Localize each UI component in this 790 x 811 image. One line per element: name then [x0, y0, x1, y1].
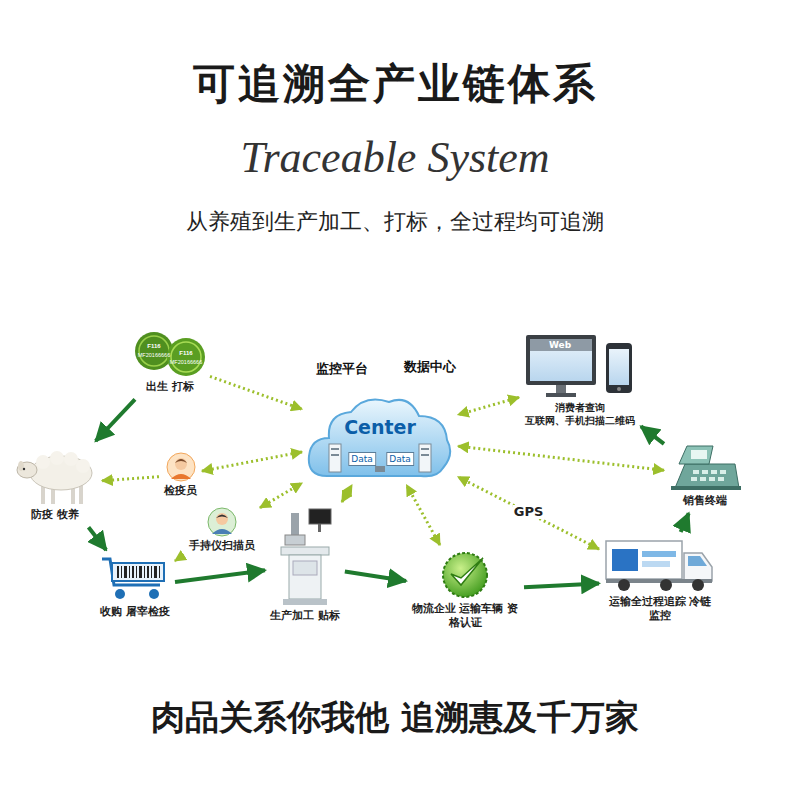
- edge-label: GPS: [512, 505, 546, 519]
- data-link: [342, 485, 352, 502]
- data-link: [102, 477, 159, 481]
- platform-label: 监控平台: [316, 362, 368, 376]
- tag-number: F116: [179, 350, 192, 357]
- flow-arrow: [96, 399, 135, 441]
- data-link: [458, 477, 599, 549]
- node-label: 销售终端: [669, 494, 741, 508]
- data-link: [458, 446, 664, 470]
- data-link: [407, 485, 440, 545]
- flow-arrow: [345, 571, 406, 581]
- cloud-node: CenterData Data: [305, 392, 455, 482]
- machine-icon: [275, 507, 335, 607]
- data-screen: Data: [386, 452, 414, 466]
- data-screen: Data: [348, 452, 376, 466]
- platform-label: 数据中心: [404, 360, 456, 374]
- cloud-title: Center: [344, 416, 416, 438]
- node-label: 检疫员: [164, 484, 197, 498]
- icon-node: 运输全过程追踪 冷链监控: [602, 535, 718, 626]
- flow-arrow: [175, 570, 265, 582]
- node-label: 互联网、手机扫描二维码: [524, 414, 636, 427]
- script-subtitle: Traceable System: [240, 134, 549, 182]
- data-link: [458, 397, 519, 414]
- icon-node: 防疫 牧养: [11, 444, 99, 524]
- icon-node: 消费者查询互联网、手机扫描二维码: [522, 331, 638, 429]
- data-link: [202, 452, 302, 471]
- icon-node: 收购 屠宰检疫: [98, 553, 172, 621]
- icon-node: 手持仪扫描员: [187, 505, 257, 555]
- data-link: [175, 555, 184, 561]
- sheep-icon: [13, 446, 97, 506]
- icon-node: 检疫员: [162, 450, 199, 500]
- screen-label: Web: [549, 341, 571, 351]
- pos-icon: [669, 442, 741, 492]
- node-label: 出生 打标: [135, 380, 205, 394]
- data-link: [210, 376, 302, 409]
- web-icon: [524, 333, 636, 399]
- flow-arrow: [641, 426, 664, 444]
- inspector-icon: [166, 452, 196, 482]
- cart-icon: [100, 555, 170, 603]
- tag-number: MF20166666: [170, 359, 202, 365]
- node-label: 消费者查询: [524, 401, 636, 414]
- flow-arrow: [524, 583, 599, 587]
- node-label: 运输全过程追踪 冷链监控: [604, 595, 716, 624]
- scanner-icon: [207, 507, 237, 537]
- caption: 肉品关系你我他 追溯惠及千万家: [0, 695, 790, 741]
- title: 可追溯全产业链体系: [0, 56, 790, 112]
- flow-arrow: [681, 513, 689, 532]
- node-label: 手持仪扫描员: [189, 539, 255, 553]
- node-label: 防疫 牧养: [13, 508, 97, 522]
- flow-arrow: [89, 527, 107, 550]
- icon-node: 物流企业 运输车辆 资格认证: [409, 548, 521, 633]
- node-label: 生产加工 贴标: [270, 609, 340, 623]
- tag-number: MF20166666: [138, 352, 170, 358]
- icon-node: 销售终端: [667, 440, 743, 510]
- data-link: [260, 483, 302, 508]
- subtitle: 从养殖到生产加工、打标，全过程均可追溯: [186, 210, 604, 234]
- tag-number: F116: [147, 343, 160, 350]
- node-label: 物流企业 运输车辆 资格认证: [411, 602, 519, 631]
- check-icon: [437, 550, 493, 600]
- node-label: 收购 屠宰检疫: [100, 605, 170, 619]
- truck-icon: [604, 537, 716, 593]
- icon-node: 生产加工 贴标: [268, 505, 342, 625]
